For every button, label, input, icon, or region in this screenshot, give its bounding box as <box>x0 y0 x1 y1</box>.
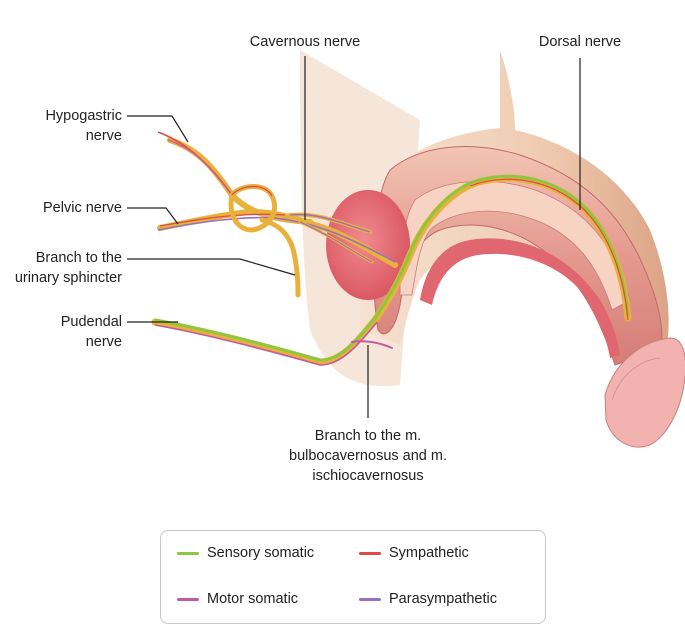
legend-item-motor-somatic: Motor somatic <box>177 591 298 607</box>
urinary-sphincter-label-line2: urinary sphincter <box>14 270 122 286</box>
cavernous-nerve-label: Cavernous nerve <box>249 34 361 50</box>
legend: Sensory somatic Sympathetic Motor somati… <box>160 530 546 624</box>
pudendal-nerve-label-line2: nerve <box>85 334 122 350</box>
legend-item-sensory-somatic: Sensory somatic <box>177 545 314 561</box>
hypogastric-nerve-label-line1: Hypogastric <box>45 108 122 124</box>
legend-label: Parasympathetic <box>389 591 497 607</box>
nerve-bundles <box>151 131 632 366</box>
legend-item-sympathetic: Sympathetic <box>359 545 469 561</box>
motor-somatic-swatch <box>177 597 199 601</box>
bulbocavernosus-branch <box>351 340 393 349</box>
bulbocavernosus-label: Branch to the m. bulbocavernosus and m. … <box>258 426 478 486</box>
urinary-sphincter-label: Branch to the urinary sphincter <box>0 248 122 288</box>
sympathetic-swatch <box>359 551 381 555</box>
legend-label: Motor somatic <box>207 591 299 607</box>
legend-label: Sympathetic <box>389 545 469 561</box>
pudendal-nerve-label-line1: Pudendal <box>60 314 122 330</box>
urinary-sphincter-branch <box>259 217 301 298</box>
bulbocavernosus-label-line3: ischiocavernosus <box>312 468 424 484</box>
leader-lines <box>127 56 581 418</box>
pudendal-nerve-label: Pudendal nerve <box>0 312 122 352</box>
hypogastric-nerve-label-line2: nerve <box>85 128 122 144</box>
bulbocavernosus-label-line2: bulbocavernosus and m. <box>289 448 447 464</box>
parasympathetic-swatch <box>359 597 381 601</box>
urinary-sphincter-label-line1: Branch to the <box>35 250 122 266</box>
legend-label: Sensory somatic <box>207 545 315 561</box>
legend-item-parasympathetic: Parasympathetic <box>359 591 497 607</box>
dorsal-nerve-label: Dorsal nerve <box>538 34 622 50</box>
glans <box>604 337 685 448</box>
bulb <box>326 190 410 300</box>
pelvic-nerve-label: Pelvic nerve <box>43 200 122 216</box>
bulbocavernosus-label-line1: Branch to the m. <box>314 428 422 444</box>
hypogastric-nerve <box>167 137 313 225</box>
sensory-somatic-swatch <box>177 551 199 555</box>
hypogastric-nerve-label: Hypogastric nerve <box>0 106 122 146</box>
